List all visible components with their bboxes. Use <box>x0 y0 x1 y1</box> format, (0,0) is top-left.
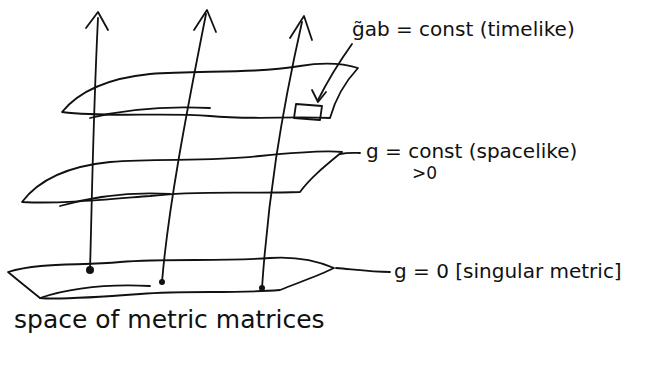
caption-label: space of metric matrices <box>14 306 325 334</box>
singular-sheet <box>8 258 334 299</box>
sheet-shading <box>90 107 210 118</box>
spacelike-sheet <box>22 151 342 202</box>
spacelike-sheet <box>62 64 358 118</box>
arrowhead <box>86 12 108 30</box>
arrowhead <box>312 90 326 102</box>
timelike-curve <box>262 22 302 288</box>
condition-label: >0 <box>412 164 437 183</box>
timelike-curve <box>162 14 206 282</box>
base-point <box>159 279 165 285</box>
leader-line <box>336 268 390 272</box>
timelike-curve <box>90 18 98 270</box>
arrowhead <box>194 10 216 32</box>
sheet-shading <box>60 194 170 207</box>
leader-line <box>318 44 352 100</box>
base-point <box>86 266 94 274</box>
singular-label: g = 0 [singular metric] <box>394 260 622 282</box>
sheet-shading <box>40 286 150 299</box>
leader-line <box>340 153 360 154</box>
arrowhead <box>290 16 312 40</box>
spacelike-label: g = const (spacelike) <box>366 140 577 162</box>
base-point <box>259 285 265 291</box>
timelike-label: g̃ab = const (timelike) <box>352 18 575 40</box>
small-patch <box>294 104 322 120</box>
